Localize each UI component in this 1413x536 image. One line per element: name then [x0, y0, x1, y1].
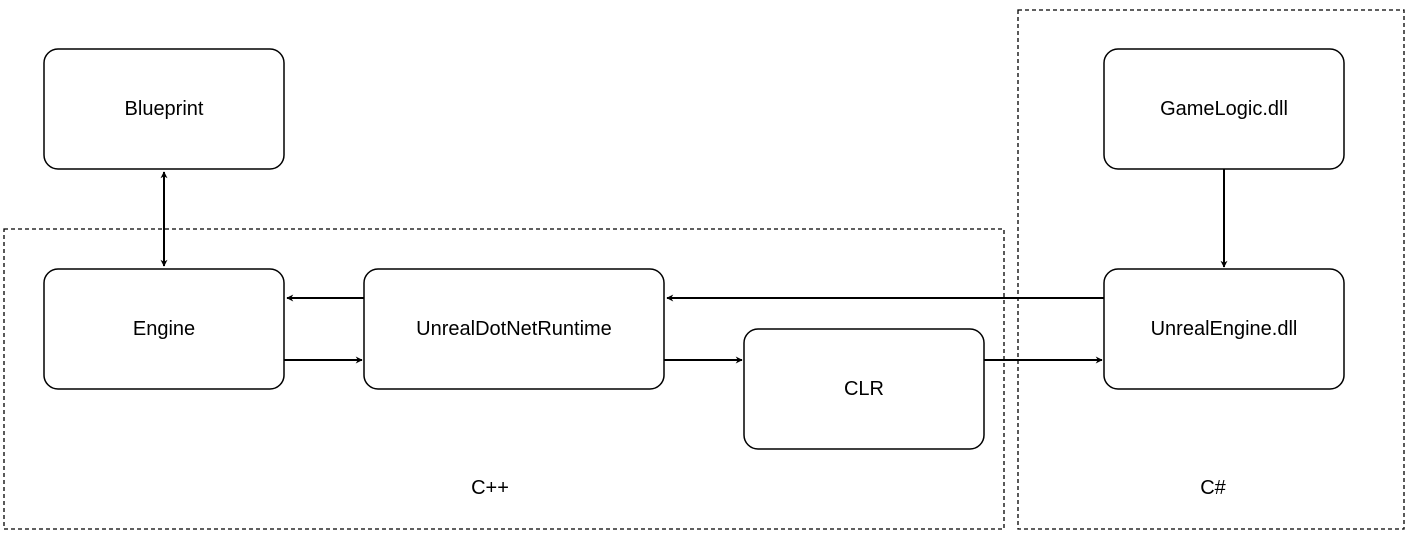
edges: [160, 169, 1228, 364]
node-unrealengine-label: UnrealEngine.dll: [1151, 318, 1298, 340]
node-gamelogic[interactable]: GameLogic.dll: [1103, 48, 1345, 170]
group-cpp-box: [3, 228, 1005, 530]
node-blueprint-label: Blueprint: [125, 98, 204, 120]
node-gamelogic-box[interactable]: [1103, 48, 1345, 170]
node-clr-label: CLR: [844, 378, 884, 400]
group-csharp-box: [1017, 9, 1405, 530]
node-clr[interactable]: CLR: [743, 328, 985, 450]
group-csharp: C#: [1017, 9, 1405, 530]
node-unrealengine[interactable]: UnrealEngine.dll: [1103, 268, 1345, 390]
node-runtime[interactable]: UnrealDotNetRuntime: [363, 268, 665, 390]
group-cpp-label: C++: [471, 477, 509, 499]
node-runtime-label: UnrealDotNetRuntime: [416, 318, 612, 340]
node-unrealengine-box[interactable]: [1103, 268, 1345, 390]
node-engine[interactable]: Engine: [43, 268, 285, 390]
node-blueprint-box[interactable]: [43, 48, 285, 170]
node-clr-box[interactable]: [743, 328, 985, 450]
group-cpp: C++: [3, 228, 1005, 530]
node-gamelogic-label: GameLogic.dll: [1160, 98, 1288, 120]
node-runtime-box[interactable]: [363, 268, 665, 390]
group-csharp-label: C#: [1200, 477, 1226, 499]
node-engine-label: Engine: [133, 318, 195, 340]
node-engine-box[interactable]: [43, 268, 285, 390]
node-blueprint[interactable]: Blueprint: [43, 48, 285, 170]
